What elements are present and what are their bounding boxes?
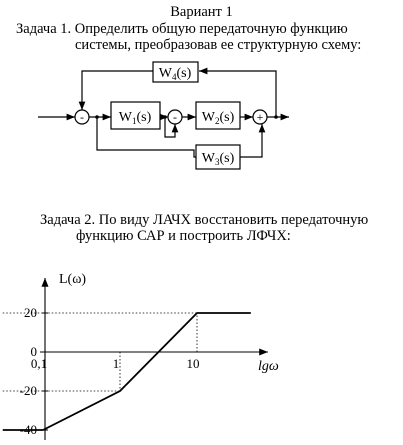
sign-s1: - bbox=[80, 110, 84, 124]
label-w4: W4(s) bbox=[159, 66, 192, 82]
block-w1 bbox=[110, 101, 161, 130]
y-tick-label: 0 bbox=[31, 344, 38, 359]
block-w3 bbox=[195, 144, 241, 170]
label-w1: W1(s) bbox=[119, 110, 152, 126]
task1-line1: Задача 1. Определить общую передаточную … bbox=[16, 21, 348, 37]
sign-s3: + bbox=[257, 110, 264, 124]
x-tick-label: 1 bbox=[113, 356, 120, 371]
sign-s2: - bbox=[173, 110, 177, 124]
task1-line2: системы, преобразовав ее структурную схе… bbox=[75, 37, 362, 53]
branch-point-3 bbox=[274, 115, 278, 119]
branch-point-1 bbox=[95, 115, 99, 119]
local-feedback-path bbox=[164, 117, 179, 138]
x-tick-label: 0,1 bbox=[31, 356, 47, 371]
w4-input-path bbox=[199, 67, 277, 117]
label-w2: W2(s) bbox=[202, 110, 235, 126]
x-axis-label: lgω bbox=[258, 359, 279, 374]
w4-feedback-path bbox=[78, 70, 153, 110]
block-w2 bbox=[195, 101, 241, 130]
label-w3: W3(s) bbox=[202, 151, 235, 167]
x-tick-label: 10 bbox=[187, 356, 200, 371]
variant-title: Вариант 1 bbox=[170, 4, 233, 20]
summing-junction-3 bbox=[252, 109, 268, 125]
summing-junction-2 bbox=[167, 109, 183, 125]
y-axis-label: L(ω) bbox=[59, 272, 86, 287]
block-w4 bbox=[152, 61, 199, 83]
summing-junction-1 bbox=[74, 109, 90, 125]
y-tick-label: -20 bbox=[20, 383, 37, 398]
w3-output-path bbox=[240, 124, 266, 158]
y-tick-label: 20 bbox=[24, 305, 37, 320]
branch-point-2 bbox=[163, 115, 167, 119]
task2-line1: Задача 2. По виду ЛАЧХ восстановить пере… bbox=[40, 212, 369, 228]
y-tick-label: -40 bbox=[20, 422, 37, 437]
w3-input-path bbox=[96, 117, 197, 158]
task2-line2: функцию САР и построить ЛФЧХ: bbox=[76, 228, 291, 244]
lachx-series-line bbox=[2, 312, 251, 431]
